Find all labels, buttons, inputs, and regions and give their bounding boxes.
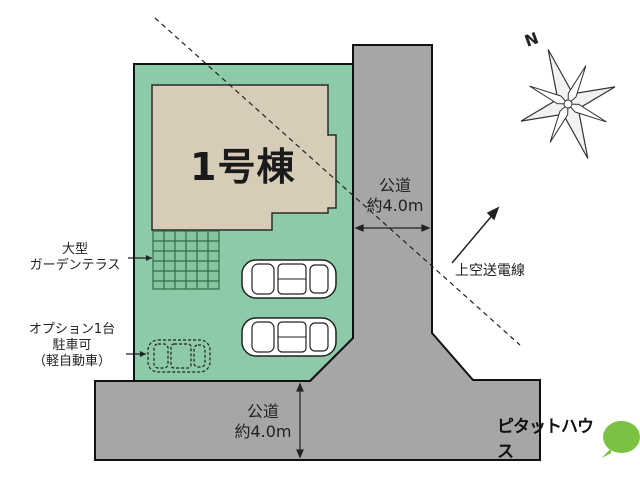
garden-label: 大型 ガーデンテラス — [22, 242, 128, 274]
garden-label-line2: ガーデンテラス — [29, 258, 121, 273]
east-road-label: 公道 約4.0m — [355, 176, 435, 216]
option-parking-line3: （軽自動車） — [32, 354, 111, 369]
garden-terrace — [152, 230, 220, 290]
powerline-label: 上空送電線 — [455, 263, 525, 279]
south-road-label: 公道 約4.0m — [228, 402, 298, 442]
compass-icon — [520, 49, 616, 159]
powerline-arrow — [451, 206, 500, 264]
south-road-dimension — [296, 382, 304, 459]
south-road-name: 公道 — [246, 402, 279, 421]
logo-text: ピタットハウス — [497, 417, 594, 462]
house — [151, 84, 337, 231]
south-road-width: 約4.0m — [234, 422, 292, 441]
garden-label-line1: 大型 — [61, 242, 88, 257]
powerline-dashed — [154, 17, 521, 346]
option-kei-car — [147, 339, 211, 373]
option-parking-line2: 駐車可 — [52, 338, 92, 353]
option-parking-label: オプション1台 駐車可 （軽自動車） — [16, 322, 128, 370]
east-road-width: 約4.0m — [366, 196, 424, 215]
logo-leaf-icon — [603, 421, 640, 453]
logo: ピタットハウス — [497, 412, 640, 462]
option-parking-line1: オプション1台 — [28, 322, 116, 337]
house-label: 1号棟 — [190, 145, 296, 189]
east-road-name: 公道 — [378, 176, 411, 195]
car-1 — [241, 259, 337, 299]
east-road-dimension — [354, 224, 431, 232]
car-2 — [241, 317, 337, 357]
